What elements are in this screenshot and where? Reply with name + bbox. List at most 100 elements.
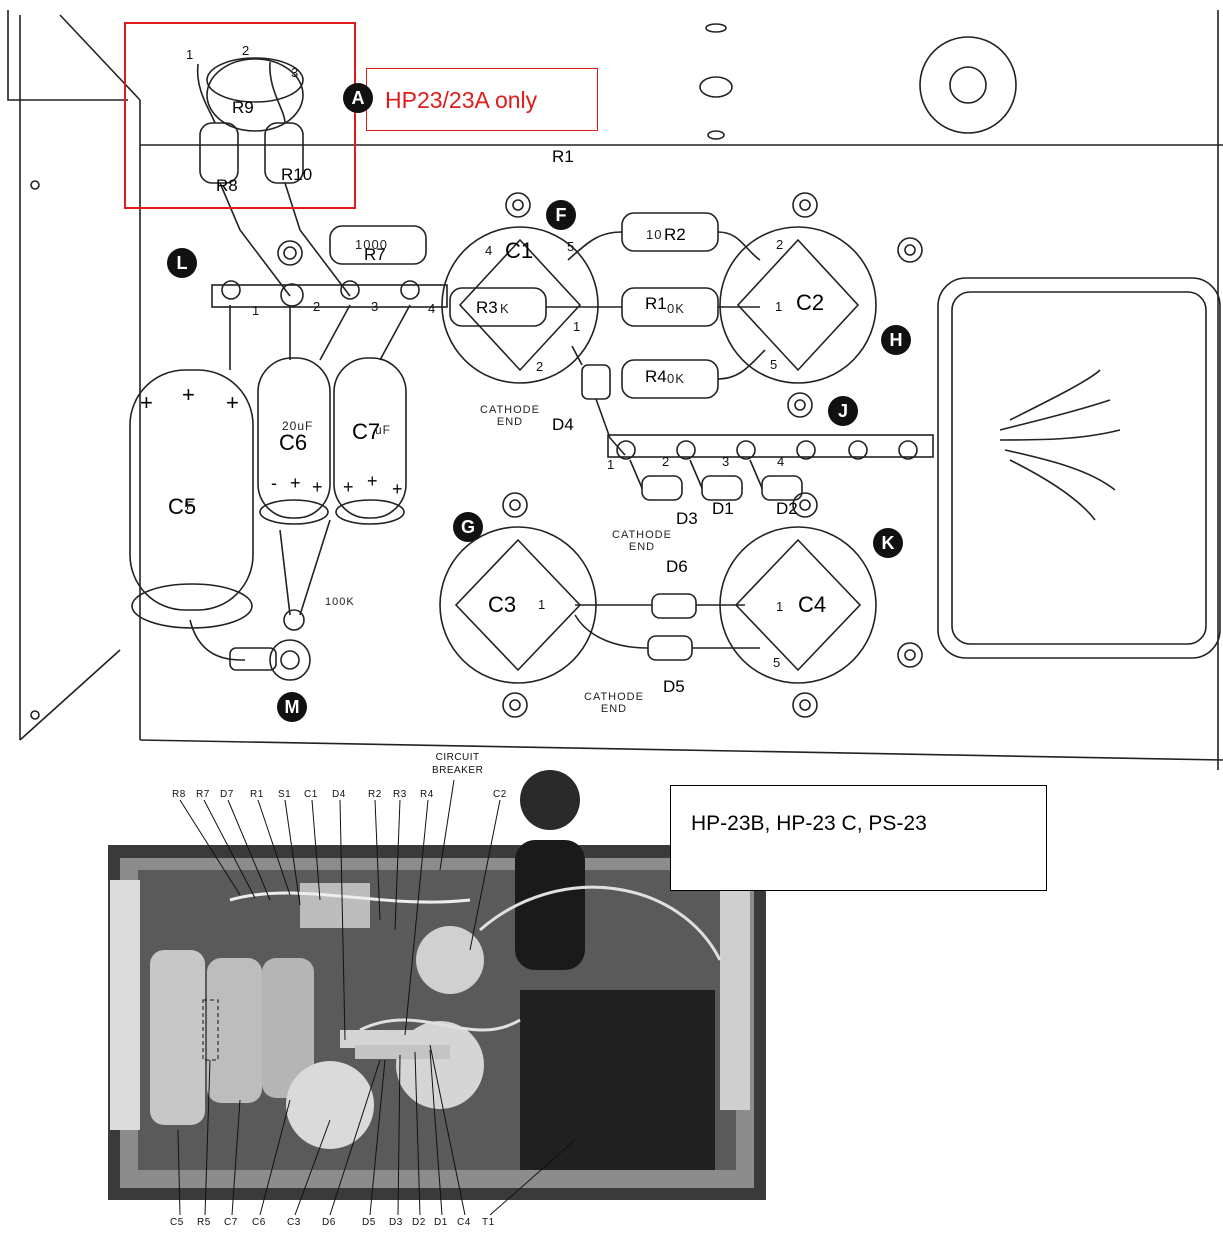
callout-d3: D3 — [389, 1217, 403, 1228]
hp23-only-highlight-box — [124, 22, 356, 209]
resistor-100k-label: 100K — [325, 596, 355, 608]
callout-d5: D5 — [362, 1217, 376, 1228]
r4-value: 0K — [667, 371, 685, 386]
label-c7: C7 — [352, 419, 381, 444]
badge-l: L — [167, 248, 197, 278]
c6-value: 20uF — [282, 419, 314, 433]
pin-h-2: 2 — [776, 237, 784, 252]
r2-value: 10 — [646, 227, 663, 242]
c5-plus-3: + — [226, 390, 239, 415]
label-r2: R2 — [664, 225, 686, 244]
callout-s1: S1 — [278, 789, 292, 800]
callout-d4: D4 — [332, 789, 346, 800]
callout-r2: R2 — [368, 789, 382, 800]
label-d5: D5 — [663, 677, 685, 696]
pin-f-4: 4 — [485, 243, 493, 258]
label-d6: D6 — [666, 557, 688, 576]
callout-r3: R3 — [393, 789, 407, 800]
callout-d7: D7 — [220, 789, 234, 800]
cathode-end-label-2: CATHODE END — [612, 529, 672, 553]
pin-h-5: 5 — [770, 357, 778, 372]
c5-value: F — [186, 499, 195, 513]
pin-k-1: 1 — [776, 599, 784, 614]
c7-plus-1: + — [343, 477, 354, 497]
label-c1: C1 — [505, 238, 534, 263]
badge-h: H — [881, 325, 911, 355]
badge-g: G — [453, 512, 483, 542]
pin-l-1: 1 — [252, 303, 260, 318]
badge-m: M — [277, 692, 307, 722]
callout-d6: D6 — [322, 1217, 336, 1228]
badge-j: J — [828, 396, 858, 426]
callout-c3: C3 — [287, 1217, 301, 1228]
r7-value: 1000 — [355, 237, 388, 252]
pin-j-1: 1 — [607, 457, 615, 472]
c7-plus-2: + — [367, 471, 378, 491]
label-c3: C3 — [488, 592, 517, 617]
pin-g-1: 1 — [538, 597, 546, 612]
label-d4: D4 — [552, 415, 574, 434]
label-d1: D1 — [712, 499, 734, 518]
callout-r4: R4 — [420, 789, 434, 800]
callout-c2: C2 — [493, 789, 507, 800]
badge-f: F — [546, 200, 576, 230]
callout-c1: C1 — [304, 789, 318, 800]
circuit-breaker-label: CIRCUIT BREAKER — [432, 752, 484, 776]
label-r8: R8 — [216, 176, 238, 195]
pin-l-4: 4 — [428, 301, 436, 316]
cathode-end-label-1: CATHODE END — [480, 404, 540, 428]
c6-minus: - — [271, 473, 277, 493]
pin-f-5: 5 — [567, 239, 575, 254]
label-r7: R7 — [364, 245, 386, 264]
cathode-end-label-3: CATHODE END — [584, 691, 644, 715]
pin-r9-3: 3 — [291, 65, 299, 80]
hp23-only-note-text: HP23/23A only — [385, 87, 538, 113]
callout-r8: R8 — [172, 789, 186, 800]
callout-r7: R7 — [196, 789, 210, 800]
c7-value: uF — [375, 423, 392, 437]
callout-r5: R5 — [197, 1217, 211, 1228]
r3-value: K — [500, 301, 510, 316]
label-d3: D3 — [676, 509, 698, 528]
callout-c7: C7 — [224, 1217, 238, 1228]
hp23-only-note: HP23/23A only — [366, 68, 598, 131]
label-c5: C5 — [168, 494, 197, 519]
c7-plus-3: + — [392, 479, 403, 499]
callout-r1: R1 — [250, 789, 264, 800]
label-r9: R9 — [232, 98, 254, 117]
badge-a: A — [343, 83, 373, 113]
label-c2: C2 — [796, 290, 825, 315]
pin-r9-1: 1 — [186, 47, 194, 62]
callout-c4: C4 — [457, 1217, 471, 1228]
pin-f-1: 1 — [573, 319, 581, 334]
pin-l-2: 2 — [313, 299, 321, 314]
model-note-box: HP-23B, HP-23 C, PS-23 — [670, 785, 1047, 891]
c5-plus-1: + — [140, 390, 153, 415]
c6-plus-1: + — [290, 473, 301, 493]
c6-plus-2: + — [312, 477, 323, 497]
callout-t1: T1 — [482, 1217, 495, 1228]
badge-k: K — [873, 528, 903, 558]
label-c4: C4 — [798, 592, 827, 617]
label-c6: C6 — [279, 430, 308, 455]
pin-j-4: 4 — [777, 454, 785, 469]
label-d2: D2 — [776, 499, 798, 518]
label-r3: R3 — [476, 298, 498, 317]
callout-c6: C6 — [252, 1217, 266, 1228]
pin-f-2: 2 — [536, 359, 544, 374]
label-r10: R10 — [281, 165, 313, 184]
callout-c5: C5 — [170, 1217, 184, 1228]
callout-d1: D1 — [434, 1217, 448, 1228]
label-r1: R1 — [645, 294, 667, 313]
pin-r9-2: 2 — [242, 43, 250, 58]
pin-j-2: 2 — [662, 454, 670, 469]
model-note-text: HP-23B, HP-23 C, PS-23 — [691, 812, 927, 835]
label-r1-top: R1 — [552, 147, 574, 166]
pin-l-3: 3 — [371, 299, 379, 314]
c5-plus-2: + — [182, 382, 195, 407]
r1-value: 0K — [667, 301, 685, 316]
pin-k-5: 5 — [773, 655, 781, 670]
callout-d2: D2 — [412, 1217, 426, 1228]
pin-j-3: 3 — [722, 454, 730, 469]
